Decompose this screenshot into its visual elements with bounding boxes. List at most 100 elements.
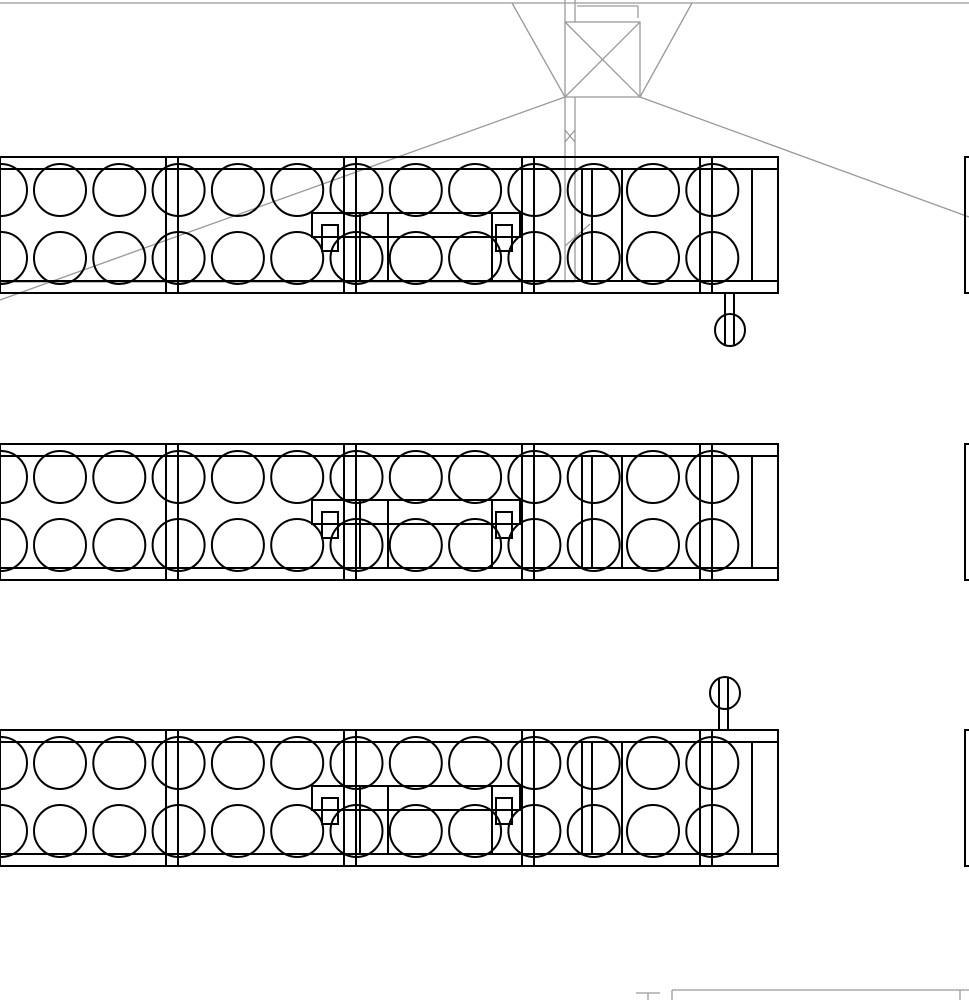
rack-cell — [388, 450, 443, 504]
rack-clip-left — [321, 224, 339, 252]
rack-cell — [33, 450, 87, 504]
rack-3 — [0, 676, 779, 867]
rack-cell — [33, 804, 87, 858]
rack-cell-partial — [0, 736, 28, 790]
rack-cell — [151, 450, 206, 504]
rack-cell — [92, 450, 147, 504]
rack-cell — [270, 231, 325, 285]
rack-cell-partial — [0, 163, 28, 217]
rack-cell — [566, 736, 621, 790]
cropped-elements — [636, 156, 969, 1000]
rack-cell — [33, 736, 87, 790]
rack-cell — [448, 163, 503, 217]
rack-cell — [507, 450, 562, 504]
rack-cell — [329, 163, 384, 217]
rack-cell — [270, 736, 325, 790]
rack-clip-right — [495, 224, 513, 252]
rack-cell — [626, 518, 680, 572]
reference-funnel-right — [639, 2, 693, 98]
rack-cell — [92, 163, 147, 217]
rack-cell — [210, 163, 265, 217]
rack-cell — [626, 163, 680, 217]
rack-cell — [329, 736, 384, 790]
rack-cell — [329, 231, 384, 285]
rack-cell — [448, 231, 503, 285]
rack-cell — [388, 804, 443, 858]
rack-frame — [0, 443, 779, 581]
rack-clip-right — [495, 511, 513, 539]
reference-funnel-left — [511, 2, 566, 98]
rack-bracket — [311, 499, 521, 525]
cropped-rack-edge — [964, 729, 969, 867]
rack-cell — [388, 518, 443, 572]
rack-cell — [448, 736, 503, 790]
rack-cell — [151, 736, 206, 790]
rack-cell — [448, 804, 503, 858]
rack-cell — [566, 450, 621, 504]
rack-cell — [210, 231, 265, 285]
rack-cell — [566, 163, 621, 217]
rack-1 — [0, 156, 779, 347]
reference-slant — [564, 223, 591, 247]
rack-cell — [626, 450, 680, 504]
rack-cell — [507, 736, 562, 790]
rack-cell — [33, 518, 87, 572]
rack-cell — [685, 736, 740, 790]
rack-2 — [0, 443, 779, 581]
rack-cell — [92, 804, 147, 858]
rack-cell — [388, 163, 443, 217]
rack-cell-partial — [0, 450, 28, 504]
rack-cell — [92, 231, 147, 285]
rack-cell — [566, 804, 621, 858]
rack-cell — [329, 518, 384, 572]
rack-cell — [388, 736, 443, 790]
cropped-rack-edge — [964, 156, 969, 294]
rack-cell — [685, 450, 740, 504]
rack-cell — [626, 804, 680, 858]
rack-cell — [270, 804, 325, 858]
rack-cell — [151, 231, 206, 285]
rack-frame — [0, 156, 779, 294]
reference-cross-diagonal — [564, 21, 641, 98]
rack-cell — [507, 518, 562, 572]
rack-cell — [507, 231, 562, 285]
rack-cell — [507, 163, 562, 217]
rack-cell — [151, 804, 206, 858]
reference-cross-box — [564, 21, 641, 98]
reference-ray-right — [639, 96, 969, 218]
rack-cell — [270, 518, 325, 572]
rack-cell — [210, 804, 265, 858]
reference-tick — [564, 129, 576, 143]
handle-knob — [714, 313, 746, 347]
rack-cell — [92, 736, 147, 790]
rack-cell — [210, 736, 265, 790]
rack-cell — [685, 231, 740, 285]
rack-cell — [210, 518, 265, 572]
rack-cell-partial — [0, 231, 28, 285]
rack-cell — [448, 518, 503, 572]
rack-cell — [151, 518, 206, 572]
rack-clip-left — [321, 511, 339, 539]
rack-frame — [0, 729, 779, 867]
rack-cell-partial — [0, 804, 28, 858]
rack-cell — [270, 163, 325, 217]
rack-bracket — [311, 212, 521, 238]
rack-cell-partial — [0, 518, 28, 572]
rack-bracket — [311, 785, 521, 811]
rack-cell — [270, 450, 325, 504]
rack-cell — [33, 163, 87, 217]
rack-cell — [151, 163, 206, 217]
rack-cell — [329, 450, 384, 504]
rack-cell — [507, 804, 562, 858]
rack-cell — [92, 518, 147, 572]
rack-cell — [685, 518, 740, 572]
rack-clip-left — [321, 797, 339, 825]
rack-clip-right — [495, 797, 513, 825]
cropped-rack-edge — [964, 443, 969, 581]
handle-knob — [709, 676, 741, 710]
rack-group — [0, 156, 779, 867]
rack-cell — [566, 231, 621, 285]
rack-cell — [388, 231, 443, 285]
